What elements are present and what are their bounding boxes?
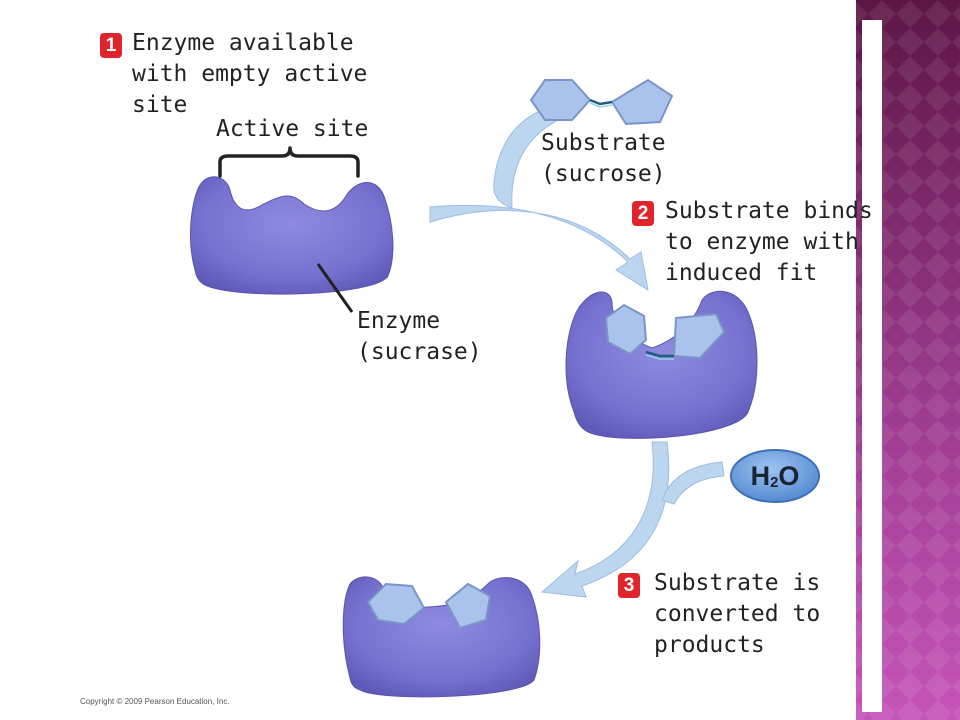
water-label-o: O xyxy=(778,461,800,491)
step-1-line-1: Enzyme available xyxy=(132,30,354,56)
step-2-badge: 2 xyxy=(632,201,654,226)
arrow-water-entry xyxy=(661,461,725,505)
step-1-badge: 1 xyxy=(100,33,122,58)
arrow-bind xyxy=(429,204,649,292)
step-2-line-3: induced fit xyxy=(665,260,818,286)
water-label-sub: 2 xyxy=(770,474,779,491)
substrate-bound xyxy=(604,303,726,360)
products xyxy=(366,582,492,630)
substrate-label-line-2: (sucrose) xyxy=(541,161,666,187)
step-3-badge: 3 xyxy=(618,573,640,598)
enzyme-bound xyxy=(565,290,758,439)
substrate-free xyxy=(529,78,674,126)
step-3-line-1: Substrate is xyxy=(654,570,821,596)
step-2-line-1: Substrate binds xyxy=(665,198,873,224)
active-site-label: Active site xyxy=(216,116,369,142)
decorative-sidebar xyxy=(856,0,960,720)
enzyme-label-line-1: Enzyme xyxy=(357,308,441,334)
water-label-h: H xyxy=(750,461,771,491)
arrow-substrate-entry xyxy=(493,104,567,209)
step-3-line-3: products xyxy=(654,632,765,658)
enzyme-pointer-line xyxy=(316,263,354,313)
step-2-line-2: to enzyme with xyxy=(665,229,859,255)
water-label: H2O xyxy=(732,452,818,500)
active-site-brace xyxy=(218,146,360,178)
step-3-line-2: converted to xyxy=(654,601,821,627)
step-1-line-2: with empty active xyxy=(132,61,368,87)
copyright-notice: Copyright © 2009 Pearson Education, Inc. xyxy=(80,697,230,706)
water-molecule xyxy=(730,449,820,503)
step-1-line-3: site xyxy=(132,92,188,118)
enzyme-empty xyxy=(190,176,394,295)
enzyme-products xyxy=(342,576,541,698)
enzyme-label-line-2: (sucrase) xyxy=(357,339,482,365)
substrate-label-line-1: Substrate xyxy=(541,130,666,156)
arrow-convert xyxy=(540,441,670,598)
